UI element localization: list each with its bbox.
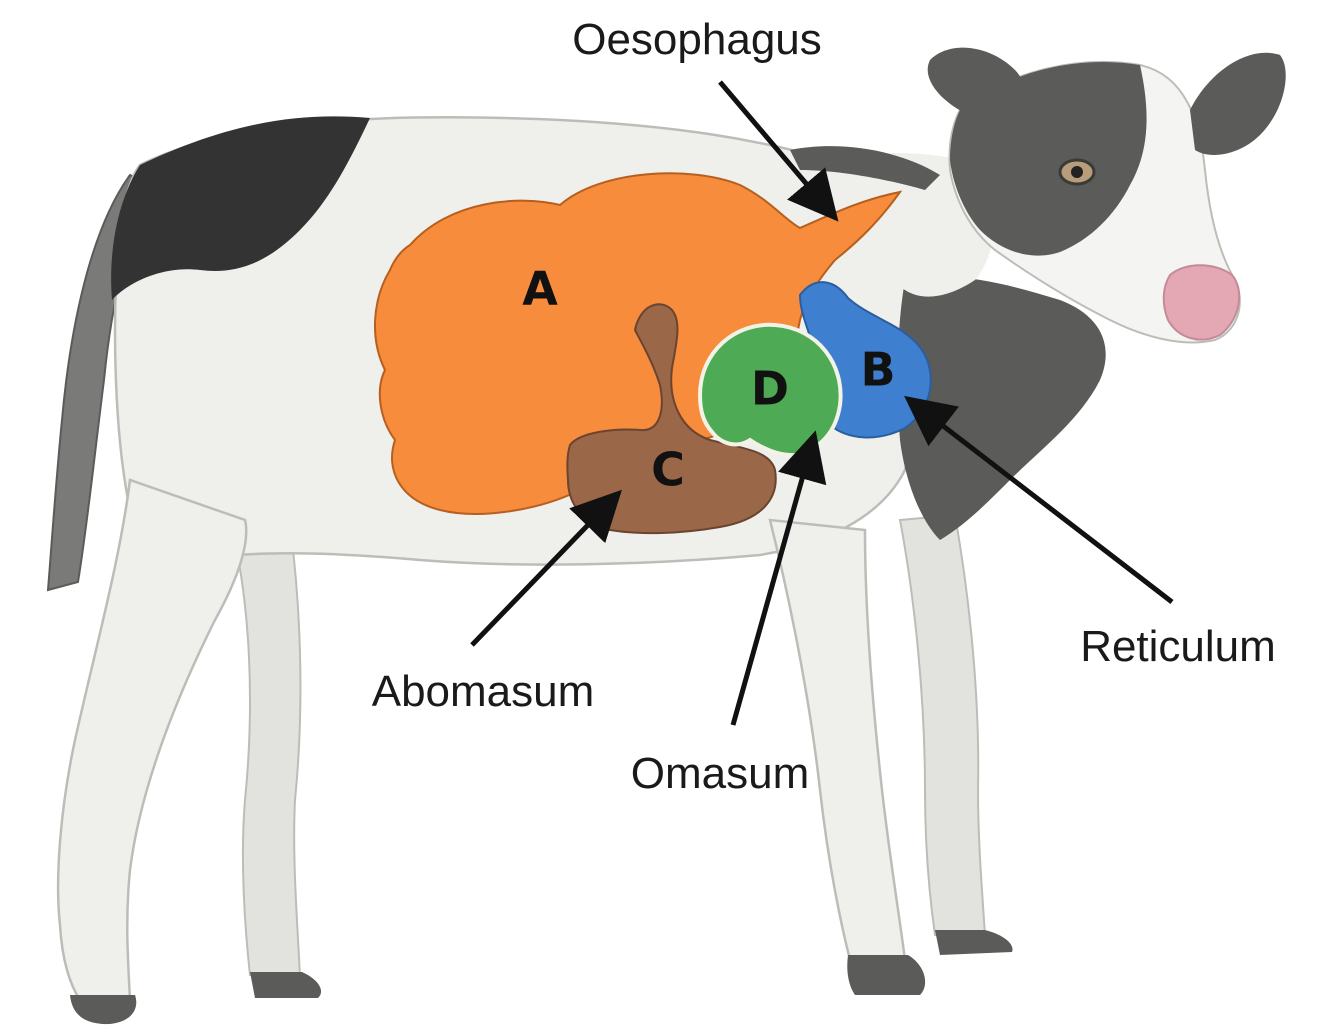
calf-near-hind-leg bbox=[58, 480, 246, 1000]
calf-far-ear bbox=[928, 48, 1024, 120]
region-d-label: D bbox=[751, 362, 789, 416]
calf-far-front-leg bbox=[900, 515, 985, 935]
calf-far-hind-leg bbox=[230, 520, 300, 978]
calf-pupil bbox=[1071, 166, 1083, 178]
abomasum-label: Abomasum bbox=[372, 667, 595, 716]
calf-near-front-leg bbox=[770, 520, 905, 960]
region-a-label: A bbox=[522, 262, 558, 316]
reticulum-label: Reticulum bbox=[1080, 622, 1276, 671]
calf-neck-patch bbox=[898, 277, 1106, 540]
calf-far-hind-hoof bbox=[250, 972, 321, 998]
calf-nose bbox=[1164, 265, 1239, 339]
calf-near-front-hoof bbox=[847, 955, 925, 995]
calf-near-hind-hoof bbox=[70, 995, 136, 1024]
calf-near-ear bbox=[1190, 53, 1286, 155]
region-c-label: C bbox=[651, 443, 685, 497]
oesophagus-label: Oesophagus bbox=[572, 15, 822, 64]
omasum-label: Omasum bbox=[631, 749, 809, 798]
region-b-label: B bbox=[860, 343, 895, 397]
calf-far-front-hoof bbox=[935, 930, 1013, 955]
